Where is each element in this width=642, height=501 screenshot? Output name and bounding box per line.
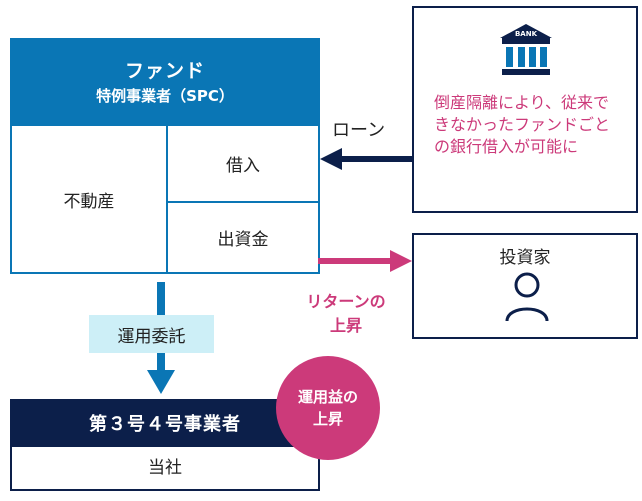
operator-title: 第３号４号事業者 bbox=[10, 399, 320, 447]
profit-badge-line2: 上昇 bbox=[312, 410, 343, 428]
bank-description: 倒産隔離により、従来できなかったファンドごとの銀行借入が可能に bbox=[434, 93, 611, 156]
equity-cell: 出資金 bbox=[217, 230, 269, 250]
investor-box: 投資家 bbox=[412, 233, 638, 339]
operator-box: 第３号４号事業者 当社 bbox=[10, 399, 320, 491]
bank-logo-text: BANK bbox=[515, 30, 538, 38]
operator-name: 当社 bbox=[148, 458, 182, 478]
profit-badge-line1: 運用益の bbox=[297, 388, 358, 406]
fund-subtitle: 特例事業者（SPC） bbox=[96, 87, 234, 105]
bank-icon: BANK bbox=[500, 24, 552, 75]
return-label-line1: リターンの bbox=[306, 292, 386, 311]
fund-box: ファンド 特例事業者（SPC） 不動産 借入 出資金 bbox=[10, 38, 320, 274]
fund-divider-horizontal bbox=[168, 201, 318, 203]
profit-badge: 運用益の 上昇 bbox=[276, 356, 380, 460]
fund-title: ファンド bbox=[124, 60, 205, 82]
real-estate-cell: 不動産 bbox=[63, 191, 115, 212]
investor-label: 投資家 bbox=[499, 248, 551, 268]
fund-header: ファンド 特例事業者（SPC） bbox=[10, 38, 320, 126]
return-label: リターンの 上昇 bbox=[290, 290, 402, 338]
person-icon bbox=[505, 272, 549, 322]
loan-label: ローン bbox=[332, 120, 386, 141]
bank-box: BANK 倒産隔離により、従来できなかったファンドごとの銀行借入が可能に bbox=[412, 6, 638, 213]
return-arrow bbox=[318, 250, 412, 272]
return-label-line2: 上昇 bbox=[329, 316, 362, 335]
loan-arrow bbox=[320, 148, 414, 170]
borrowing-cell: 借入 bbox=[226, 156, 260, 176]
fund-divider-vertical bbox=[166, 126, 168, 272]
entrust-label: 運用委託 bbox=[89, 315, 214, 353]
